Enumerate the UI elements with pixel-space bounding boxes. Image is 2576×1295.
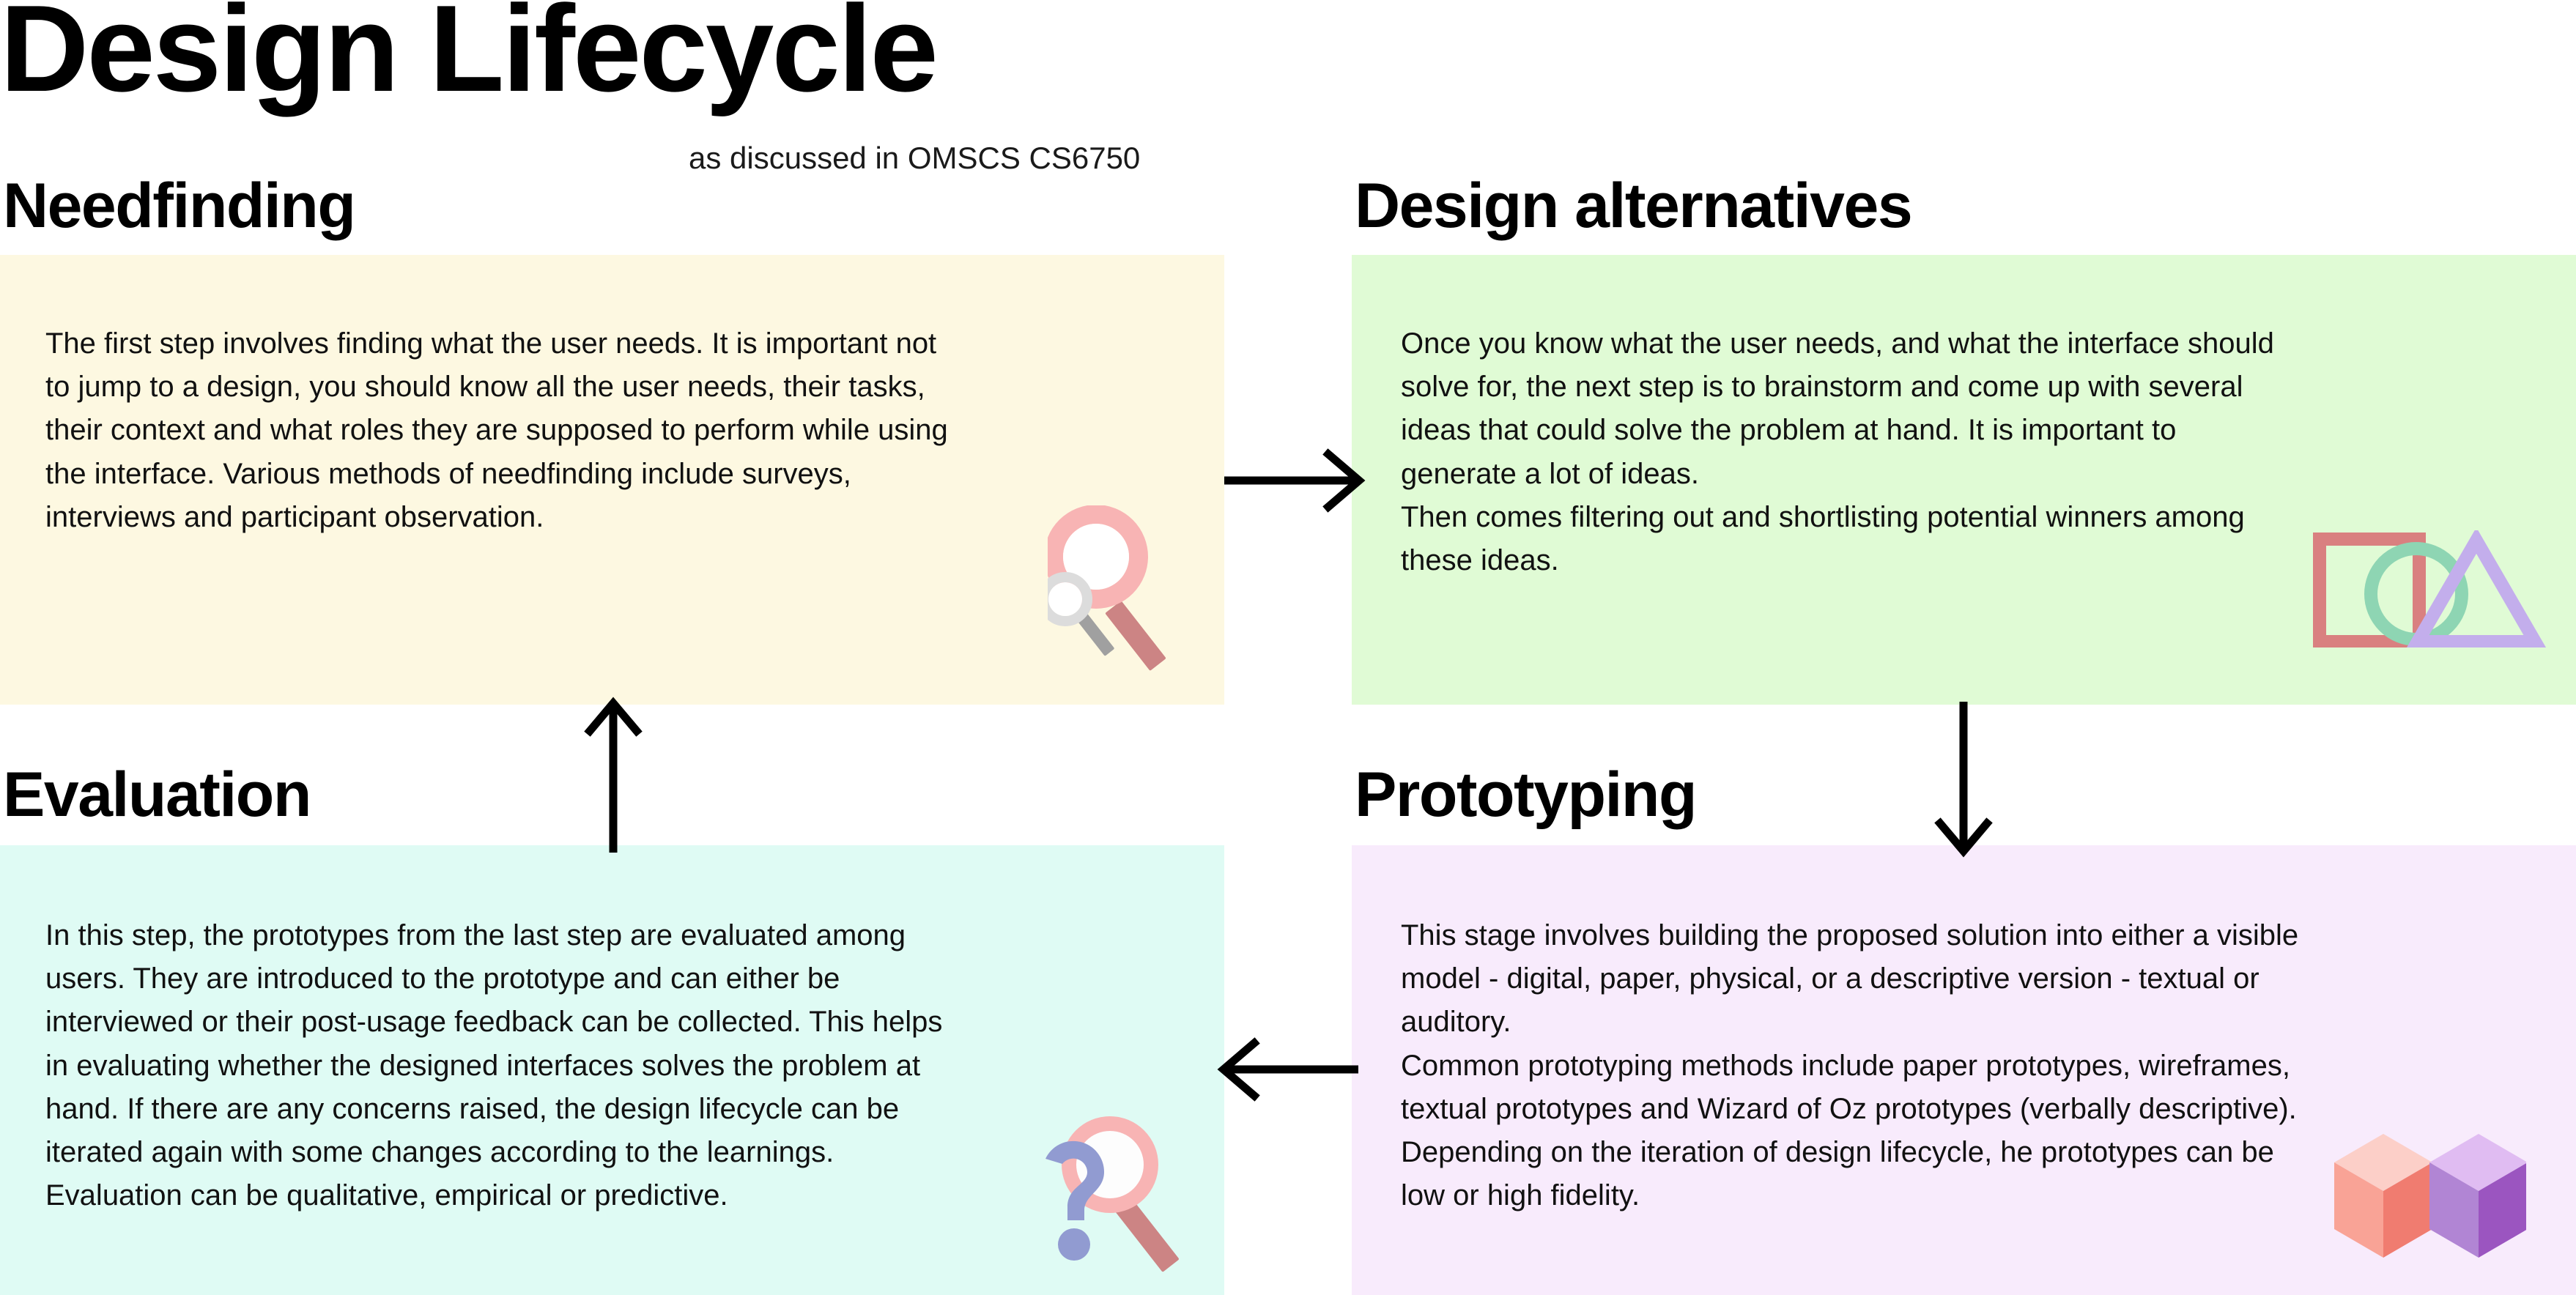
card-design-alternatives [1352,255,2576,705]
card-heading-design-alternatives: Design alternatives [1355,171,1913,241]
magnifier-question-icon [1011,1099,1224,1295]
arrow-left-prototyping-to-evaluation [1216,1028,1363,1110]
card-heading-needfinding: Needfinding [3,171,356,241]
arrow-down-alternatives-to-prototyping [1916,697,2011,858]
card-needfinding [0,255,1224,705]
card-body-evaluation: In this step, the prototypes from the la… [45,919,943,1212]
isometric-cubes-icon [2321,1124,2528,1295]
magnifying-glasses-icon [1038,505,1231,705]
card-body-design-alternatives: Once you know what the user needs, and w… [1401,327,2274,576]
page-title: Design Lifecycle [0,0,939,117]
card-heading-prototyping: Prototyping [1355,760,1698,830]
card-heading-evaluation: Evaluation [3,760,311,830]
card-evaluation [0,845,1224,1295]
card-body-needfinding: The first step involves finding what the… [45,327,948,533]
arrow-right-needfinding-to-alternatives [1220,439,1366,522]
card-body-prototyping: This stage involves building the propose… [1401,919,2299,1212]
page-subtitle: as discussed in OMSCS CS6750 [689,141,1141,175]
arrow-up-evaluation-to-needfinding [566,696,661,857]
geometric-shapes-icon [2306,527,2548,648]
